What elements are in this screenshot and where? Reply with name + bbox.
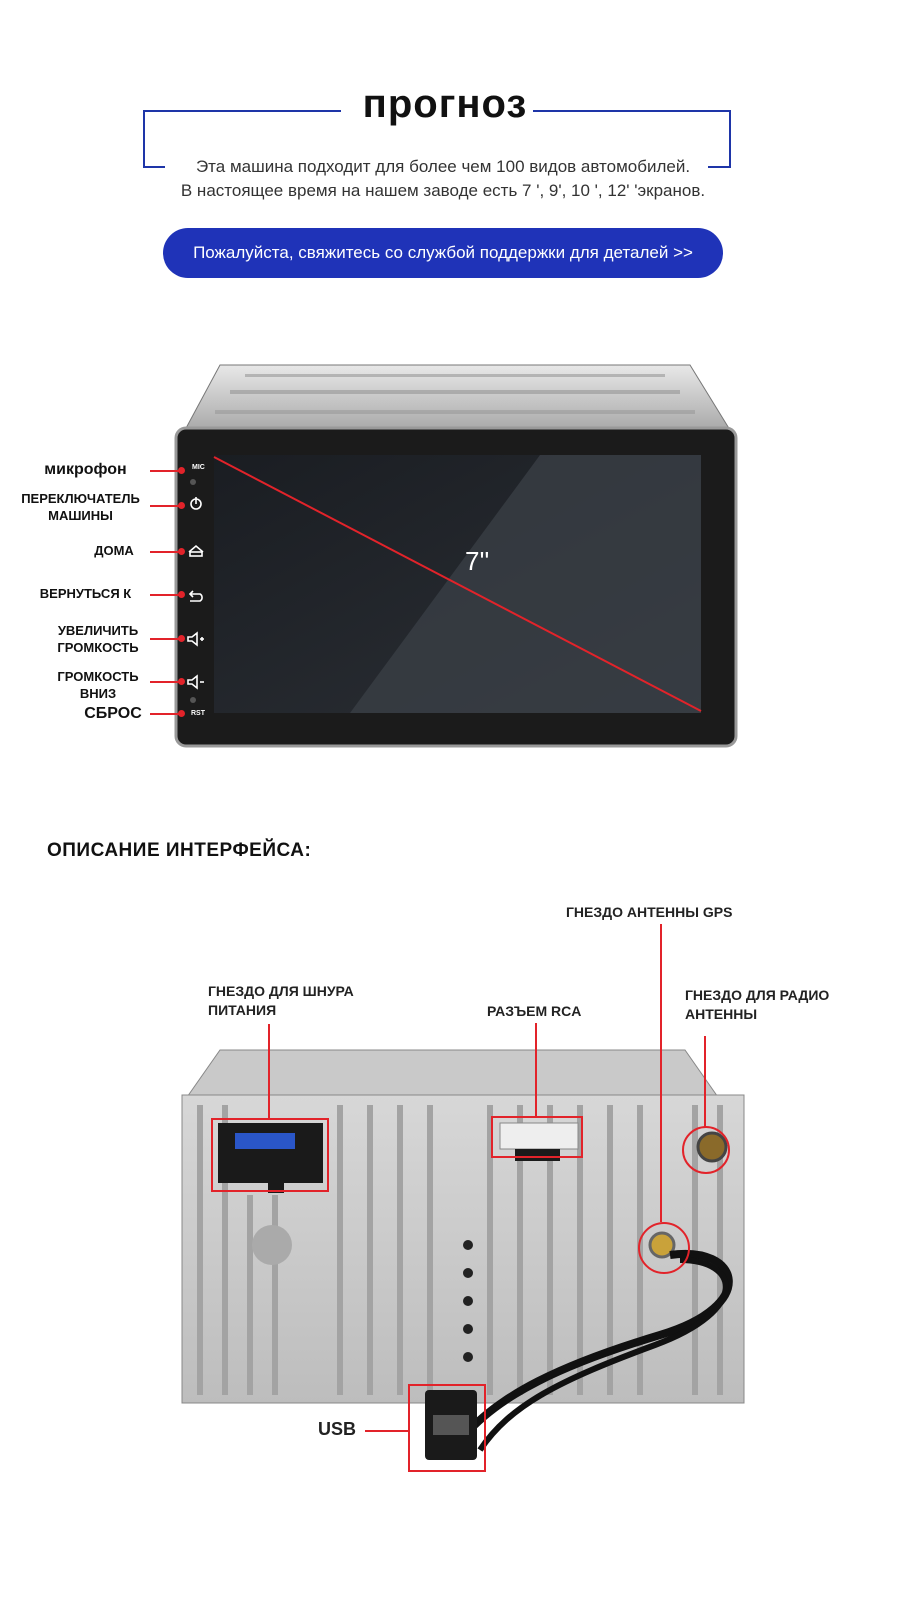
- mic-panel-text: MIC: [192, 464, 205, 471]
- frame-top-right: [533, 110, 731, 112]
- label-home: ДОМА: [94, 543, 134, 558]
- highlight-gps-connector: [638, 1222, 690, 1274]
- callout-line-rca: [535, 1023, 537, 1117]
- frame-left: [143, 110, 145, 168]
- callout-dot-home: [178, 548, 185, 555]
- callout-line-gps: [660, 924, 662, 1222]
- callout-dot-vol-up: [178, 635, 185, 642]
- callout-line-power-cord: [268, 1024, 270, 1119]
- label-gps-antenna: ГНЕЗДО АНТЕННЫ GPS: [566, 904, 733, 920]
- callout-line-usb: [365, 1430, 409, 1432]
- callout-dot-mic: [178, 467, 185, 474]
- callout-line-vol-down: [150, 681, 180, 683]
- label-rca: РАЗЪЕМ RCA: [487, 1003, 582, 1019]
- label-radio-antenna: ГНЕЗДО ДЛЯ РАДИО АНТЕННЫ: [685, 987, 830, 1022]
- callout-line-vol-up: [150, 638, 180, 640]
- callout-dot-reset: [178, 710, 185, 717]
- highlight-radio-connector: [682, 1126, 730, 1174]
- highlight-rca-connector: [491, 1116, 583, 1158]
- label-reset: СБРОС: [84, 705, 142, 722]
- rst-panel-text: RST: [191, 710, 205, 717]
- label-back: ВЕРНУТЬСЯ К: [39, 586, 132, 601]
- label-power-switch: ПЕРЕКЛЮЧАТЕЛЬ МАШИНЫ: [21, 491, 140, 523]
- label-volume-down: ГРОМКОСТЬ ВНИЗ: [57, 669, 139, 701]
- callout-line-reset: [150, 713, 180, 715]
- frame-bottom-right: [708, 166, 731, 168]
- frame-top-left: [143, 110, 341, 112]
- screen-size-label: 7'': [465, 546, 490, 576]
- description-line-1: Эта машина подходит для более чем 100 ви…: [195, 157, 691, 176]
- head-unit-front-image: [174, 364, 738, 748]
- frame-right: [729, 110, 731, 168]
- description-line-2: В настоящее время на нашем заводе есть 7…: [180, 181, 706, 200]
- label-microphone: микрофон: [44, 461, 127, 478]
- highlight-power-connector: [211, 1118, 329, 1192]
- callout-line-power: [150, 505, 180, 507]
- frame-bottom-left: [143, 166, 165, 168]
- callout-dot-vol-down: [178, 678, 185, 685]
- contact-support-button[interactable]: Пожалуйста, свяжитесь со службой поддерж…: [163, 228, 723, 278]
- interface-section-title: ОПИСАНИЕ ИНТЕРФЕЙСА:: [47, 840, 312, 861]
- callout-dot-power: [178, 502, 185, 509]
- label-power-cord: ГНЕЗДО ДЛЯ ШНУРА ПИТАНИЯ: [208, 983, 354, 1018]
- callout-line-radio: [704, 1036, 706, 1128]
- label-volume-up: УВЕЛИЧИТЬ ГРОМКОСТЬ: [57, 623, 139, 655]
- page-title: прогноз: [362, 82, 528, 126]
- callout-line-mic: [150, 470, 180, 472]
- callout-dot-back: [178, 591, 185, 598]
- callout-line-home: [150, 551, 180, 553]
- highlight-usb-connector: [408, 1384, 486, 1472]
- callout-line-back: [150, 594, 180, 596]
- label-usb: USB: [318, 1419, 357, 1439]
